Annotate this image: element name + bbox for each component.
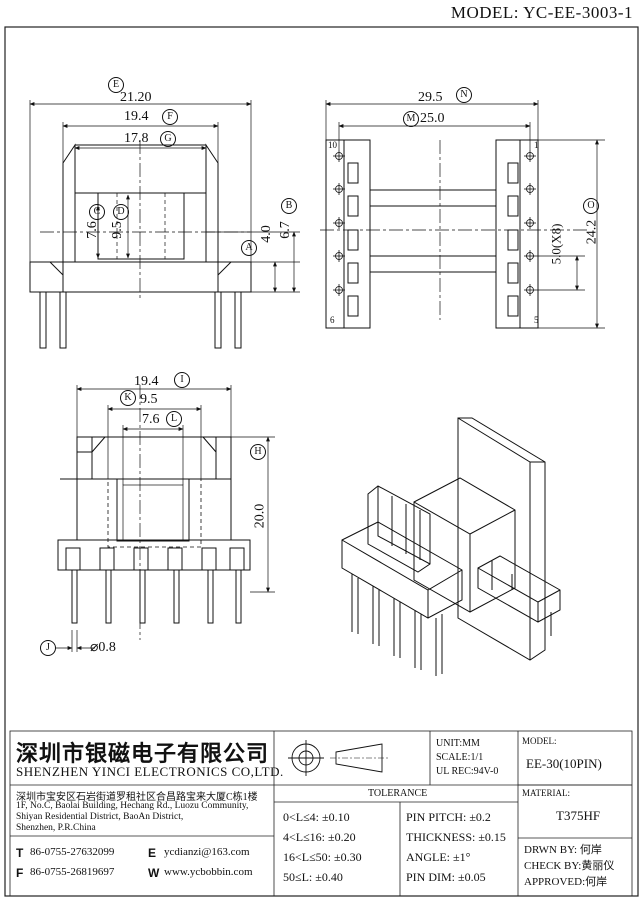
pin-mark [333,284,345,296]
dim-value: 29.5 [418,90,443,105]
pin-mark [333,217,345,229]
model-label: MODEL: [522,736,557,746]
front-view [29,140,252,349]
model-value: EE-30(10PIN) [526,756,602,771]
dim-value: 9.5 [109,221,125,239]
address-en-line: Shenzhen, P.R.China [16,823,96,833]
tolerance-row: 4<L≤16: ±0.20 [283,830,356,844]
dim-circle-marker: L [166,411,182,427]
dim-circle-marker: K [120,390,136,406]
contact-key: E [148,846,157,860]
contact-key: F [16,866,24,880]
address-cn: 深圳市宝安区石岩街道罗租社区合昌路宝来大厦C栋1楼 [16,792,258,803]
contact-value: 86-0755-26819697 [30,866,115,878]
contact-value: ycdianzi@163.com [164,846,250,858]
dim-value: 6.7 [277,221,293,239]
pin-mark [333,250,345,262]
model-number-header: MODEL: YC-EE-3003-1 [450,3,633,22]
approved-by: APPROVED:何岸 [524,876,608,888]
pin-label: 10 [328,140,337,150]
spec-row: PIN PITCH: ±0.2 [406,810,491,824]
pin-mark [524,183,536,195]
pin-label: 6 [330,315,335,325]
dim-value: 19.4 [134,374,159,389]
tolerance-title: TOLERANCE [368,788,428,799]
dim-circle-marker: J [40,640,56,656]
side-view-pins [333,150,536,296]
pin-mark [524,150,536,162]
material-label: MATERIAL: [522,788,570,798]
dim-value: 21.20 [120,90,152,105]
dim-value: 7.6 [142,412,160,427]
dim-value: 4.0 [258,225,274,243]
dim-value: 20.0 [252,503,268,529]
drawn-by: DRWN BY: 何岸 [524,844,602,856]
dim-value: 19.4 [124,109,149,124]
projection-symbol-icon [288,740,390,776]
pin-label: 5 [534,315,539,325]
contact-key: W [148,866,160,880]
dim-value: 9.5 [140,392,158,407]
check-by: CHECK BY:黄丽仪 [524,860,615,872]
dim-circle-marker: G [160,131,176,147]
dim-circle-marker: A [241,240,257,256]
dim-circle-marker: F [162,109,178,125]
title-block-frame [9,730,633,897]
tolerance-row: 50≤L: ±0.40 [283,870,343,884]
pin-label: 1 [534,140,539,150]
dim-circle-marker: I [174,372,190,388]
side-view-dimensions [325,100,605,329]
dim-value: 5.0(X8) [548,223,564,265]
dim-circle-marker: H [250,444,266,460]
dim-value: ⌀0.8 [90,640,116,655]
bottom-view [57,385,251,640]
pin-mark [524,284,536,296]
dim-value: 25.0 [420,111,445,126]
company-name-cn: 深圳市银磁电子有限公司 [16,741,270,766]
dim-value: 24.2 [584,219,600,245]
unit-label: UNIT:MM [436,738,480,749]
ul-rec-label: UL REC:94V-0 [436,766,499,777]
spec-row: THICKNESS: ±0.15 [406,830,506,844]
address-en-line: 1F, No.C, Baolai Building, Hechang Rd., … [16,801,249,811]
contact-key: T [16,846,24,860]
tolerance-row: 16<L≤50: ±0.30 [283,850,362,864]
dim-value: 17.8 [124,131,149,146]
spec-row: PIN DIM: ±0.05 [406,870,486,884]
dim-circle-marker: E [108,77,124,93]
dim-circle-marker: B [281,198,297,214]
dim-circle-marker: O [583,198,599,214]
dim-value: 7.6 [84,221,100,239]
spec-row: ANGLE: ±1° [406,850,471,864]
side-view [320,139,590,329]
pin-mark [333,183,345,195]
scale-label: SCALE:1/1 [436,752,484,763]
contact-value: www.ycbobbin.com [164,866,253,878]
material-value: T375HF [556,808,601,823]
dim-circle-marker: N [456,87,472,103]
pin-mark [524,217,536,229]
address-en-line: Shiyan Residential District, BaoAn Distr… [16,812,184,822]
pin-mark [333,150,345,162]
dim-circle-marker: D [113,204,129,220]
isometric-view [341,417,561,676]
dim-front-overall-width: E [108,76,124,93]
tolerance-row: 0<L≤4: ±0.10 [283,810,350,824]
company-name-en: SHENZHEN YINCI ELECTRONICS CO,LTD. [16,764,284,779]
dim-circle-marker: C [89,204,105,220]
bottom-view-dimensions [55,385,275,652]
contact-value: 86-0755-27632099 [30,846,115,858]
dim-circle-marker: M [403,111,419,127]
pin-mark [524,250,536,262]
